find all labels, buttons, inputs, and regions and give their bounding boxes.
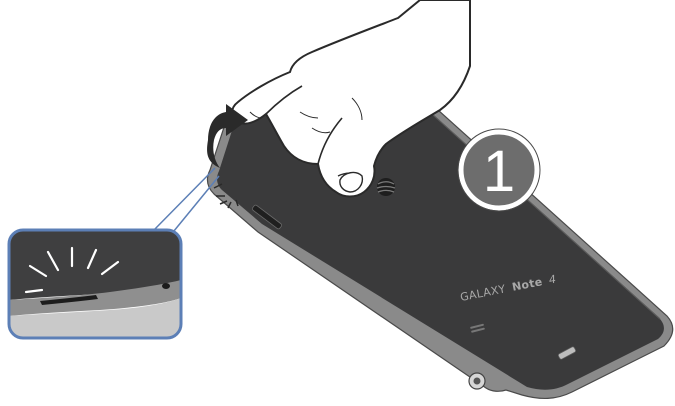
s-pen-tip	[469, 373, 485, 389]
step-number: 1	[483, 139, 515, 204]
step-badge: 1	[458, 129, 540, 211]
zoom-callout	[9, 230, 181, 338]
att-globe-icon	[377, 178, 395, 196]
phone-back-cover	[207, 92, 672, 398]
